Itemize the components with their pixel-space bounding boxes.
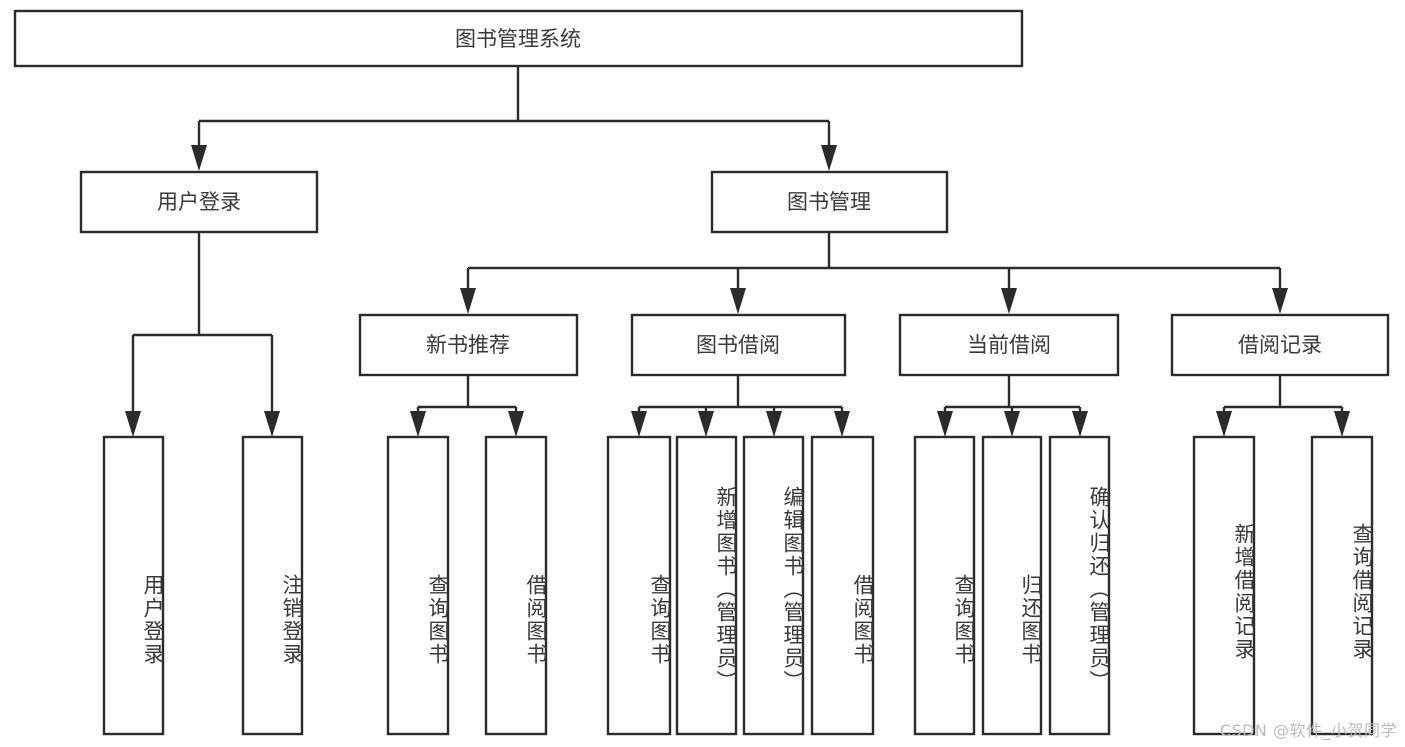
node-user-login[interactable] [79,170,319,234]
arrow-icon [631,411,647,437]
node-root[interactable] [13,9,1024,68]
arrow-icon [730,288,746,314]
node-leaf-add-book[interactable] [675,435,738,736]
arrow-icon [508,411,524,437]
node-new-book-recommend[interactable] [358,313,579,377]
node-leaf-query-book-2[interactable] [606,435,672,736]
arrow-icon [821,145,837,171]
node-user-login-label: 用户登录 [157,190,241,214]
arrow-icon [410,411,426,437]
node-leaf-return-book[interactable] [981,435,1043,736]
node-leaf-user-logout[interactable] [241,435,304,736]
node-borrow-record-label: 借阅记录 [1238,333,1322,357]
node-current-borrow-label: 当前借阅 [967,333,1051,357]
node-leaf-borrow-book-1[interactable] [484,435,548,736]
connector-book-manage-to-level2 [460,232,1288,314]
arrow-icon [1216,411,1232,437]
node-leaf-query-record[interactable] [1310,435,1374,736]
connector-new-book-recommend-to-leaves [410,375,524,437]
connector-user-login-to-leaves [125,232,280,437]
connector-root-to-level1 [191,66,837,171]
node-leaf-borrow-book-2[interactable] [810,435,875,736]
connector-current-borrow-to-leaves [937,375,1088,437]
arrow-icon [1072,411,1088,437]
node-new-book-recommend-label: 新书推荐 [426,333,510,357]
node-root-label: 图书管理系统 [455,27,581,51]
arrow-icon [460,288,476,314]
connector-borrow-record-to-leaves [1216,375,1350,437]
arrow-icon [766,411,782,437]
node-leaf-edit-book[interactable] [742,435,805,736]
arrow-icon [1272,288,1288,314]
node-leaf-query-book-1[interactable] [386,435,450,736]
node-leaf-add-record[interactable] [1192,435,1256,736]
arrow-icon [698,411,714,437]
node-book-borrow[interactable] [630,313,847,377]
arrow-icon [834,411,850,437]
node-leaf-confirm-return[interactable] [1048,435,1111,736]
arrow-icon [125,411,141,437]
arrow-icon [1001,288,1017,314]
arrow-icon [1004,411,1020,437]
connector-book-borrow-to-leaves [631,375,850,437]
csdn-watermark: CSDN @软件_小贺同学 [1219,721,1397,740]
node-current-borrow[interactable] [898,313,1120,377]
node-book-manage[interactable] [710,170,949,234]
arrow-icon [1334,411,1350,437]
arrow-icon [937,411,953,437]
arrow-icon [264,411,280,437]
node-book-borrow-label: 图书借阅 [696,333,780,357]
node-borrow-record[interactable] [1170,313,1390,377]
node-leaf-query-book-3[interactable] [913,435,976,736]
node-leaf-user-login[interactable] [102,435,165,736]
node-book-manage-label: 图书管理 [787,190,871,214]
arrow-icon [191,145,207,171]
